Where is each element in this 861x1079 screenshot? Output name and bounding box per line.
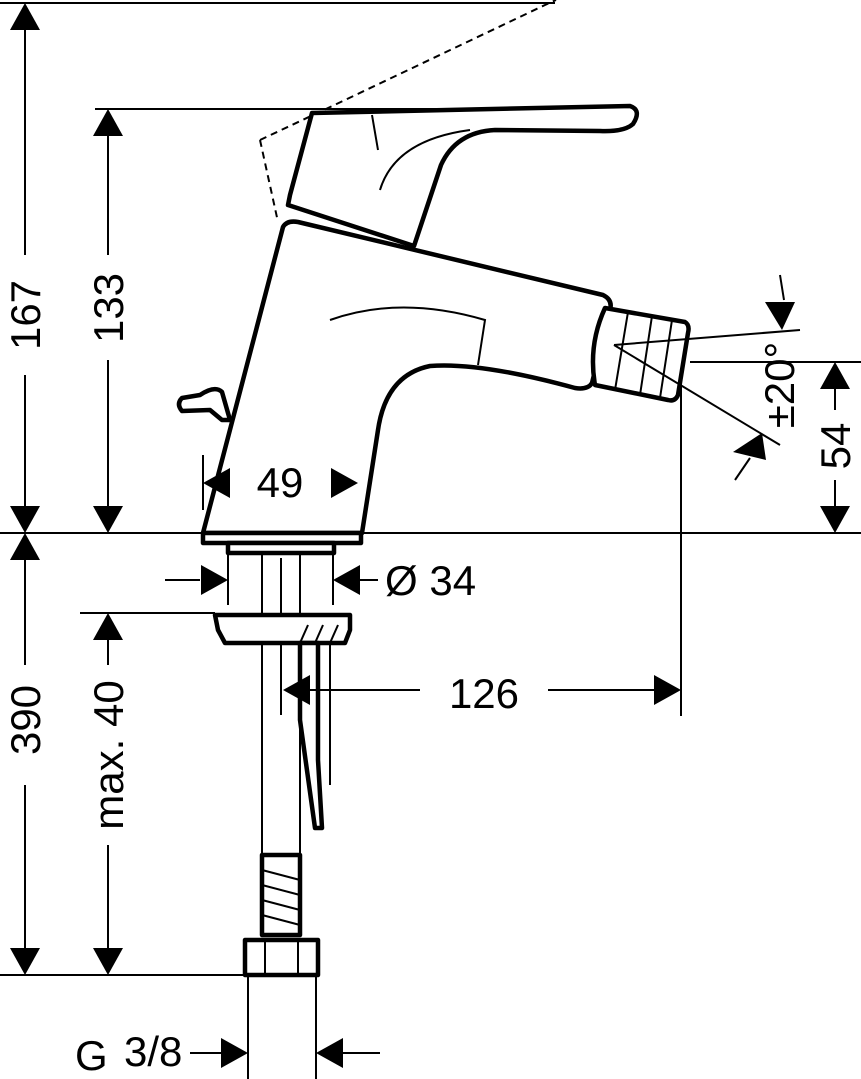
dimension-126 — [283, 675, 681, 705]
label-49: 49 — [257, 459, 304, 506]
dimension-max-40 — [93, 613, 123, 975]
mounting-nut — [212, 612, 353, 646]
dimension-49 — [203, 468, 358, 498]
threaded-connector — [259, 852, 303, 938]
label-max-40: max. 40 — [85, 680, 132, 829]
label-167: 167 — [2, 280, 49, 350]
label-g-fraction: 3/8 — [124, 1028, 182, 1075]
dimension-g38 — [190, 1038, 380, 1068]
faucet-body — [200, 219, 613, 536]
dimension-390 — [10, 533, 40, 975]
label-133: 133 — [85, 273, 132, 343]
dimension-133 — [93, 109, 123, 533]
label-54: 54 — [812, 423, 859, 470]
label-34: Ø 34 — [385, 557, 476, 604]
dimension-54 — [820, 362, 850, 533]
lever-handle — [285, 103, 640, 249]
hex-nut — [242, 937, 321, 978]
label-390: 390 — [2, 685, 49, 755]
pop-up-rod — [176, 386, 233, 423]
pull-rod — [297, 640, 325, 831]
dimension-34 — [165, 565, 378, 595]
label-swivel: ±20° — [756, 342, 803, 429]
dimension-167 — [10, 3, 40, 533]
swivel-angle-lines — [613, 274, 801, 481]
label-g: G — [75, 1032, 108, 1079]
label-126: 126 — [449, 670, 519, 717]
dashed-handle-open-position — [259, 0, 557, 223]
faucet-outline — [176, 0, 691, 978]
